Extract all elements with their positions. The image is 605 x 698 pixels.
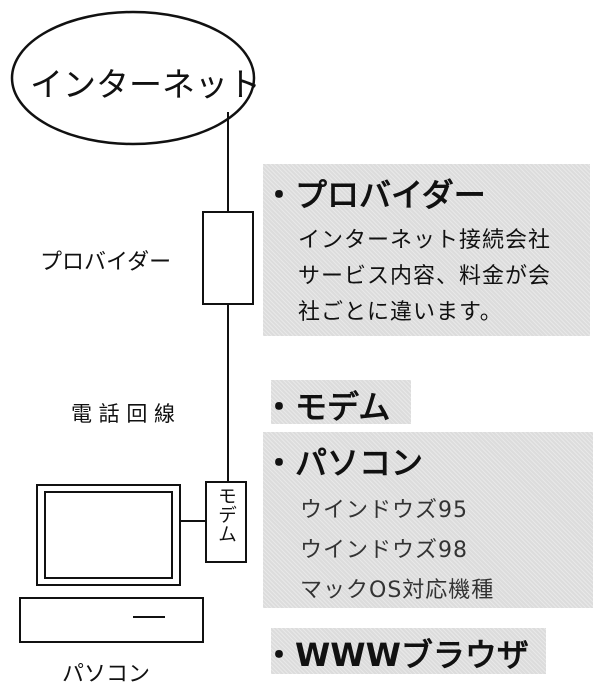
provider-note-line: 社ごとに違います。 [298, 300, 503, 325]
pc-note-line: マックOS対応機種 [300, 578, 495, 603]
monitor-screen [44, 491, 173, 579]
provider-note-line: インターネット接続会社 [298, 228, 552, 253]
pc-note-heading: ・パソコン [263, 444, 424, 482]
pc-label: パソコン [62, 662, 151, 687]
pc-note-line: ウインドウズ98 [300, 538, 468, 563]
pc-note-panel [263, 432, 593, 608]
modem-note-panel [271, 380, 411, 424]
internet-node [10, 10, 256, 146]
provider-note-heading: ・プロバイダー [263, 176, 486, 214]
computer-base [19, 597, 204, 643]
modem-label: モデム [215, 486, 237, 543]
modem-note-heading: ・モデム [263, 388, 391, 426]
browser-note-heading: ・WWWブラウザ [263, 636, 529, 674]
provider-label: プロバイダー [40, 250, 172, 275]
phone-line-label: 電 話 回 線 [71, 402, 176, 426]
internet-label: インターネット [30, 65, 261, 104]
browser-note-panel [271, 628, 546, 674]
provider-note-panel [263, 164, 590, 336]
provider-box [202, 211, 254, 305]
provider-note-line: サービス内容、料金が会 [298, 264, 552, 289]
pc-note-line: ウインドウズ95 [300, 498, 468, 523]
